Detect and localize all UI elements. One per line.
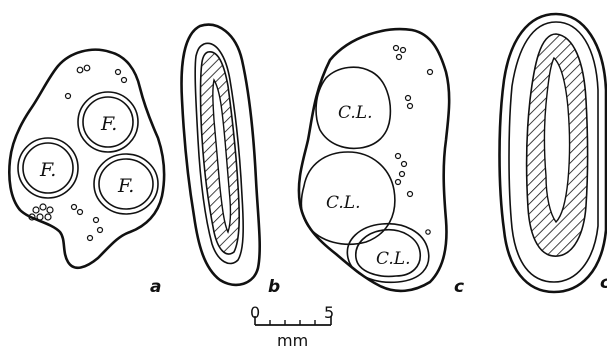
cell-dots-c xyxy=(394,46,433,235)
follicle-label-1: F. xyxy=(100,113,117,135)
follicle-label-2: F. xyxy=(39,159,56,181)
scale-bar: 0 5 mm xyxy=(250,303,334,350)
panel-label-c: c xyxy=(454,277,464,297)
panel-b: b xyxy=(182,25,281,297)
panel-a: F. F. F. a xyxy=(9,50,164,297)
scale-end-label: 5 xyxy=(324,303,334,322)
panel-label-a: a xyxy=(150,277,161,297)
panel-a-outline xyxy=(9,50,164,268)
cl-label-2: C.L. xyxy=(326,193,361,213)
scale-unit-label: mm xyxy=(277,331,308,350)
panel-c: C.L. C.L. C.L. c xyxy=(299,29,464,297)
cl-label-3: C.L. xyxy=(376,249,411,269)
follicle-label-3: F. xyxy=(117,175,134,197)
panel-label-b: b xyxy=(268,277,280,297)
cl-label-1: C.L. xyxy=(338,103,373,123)
panel-d: c xyxy=(500,14,607,293)
panel-label-d: c xyxy=(600,273,607,293)
